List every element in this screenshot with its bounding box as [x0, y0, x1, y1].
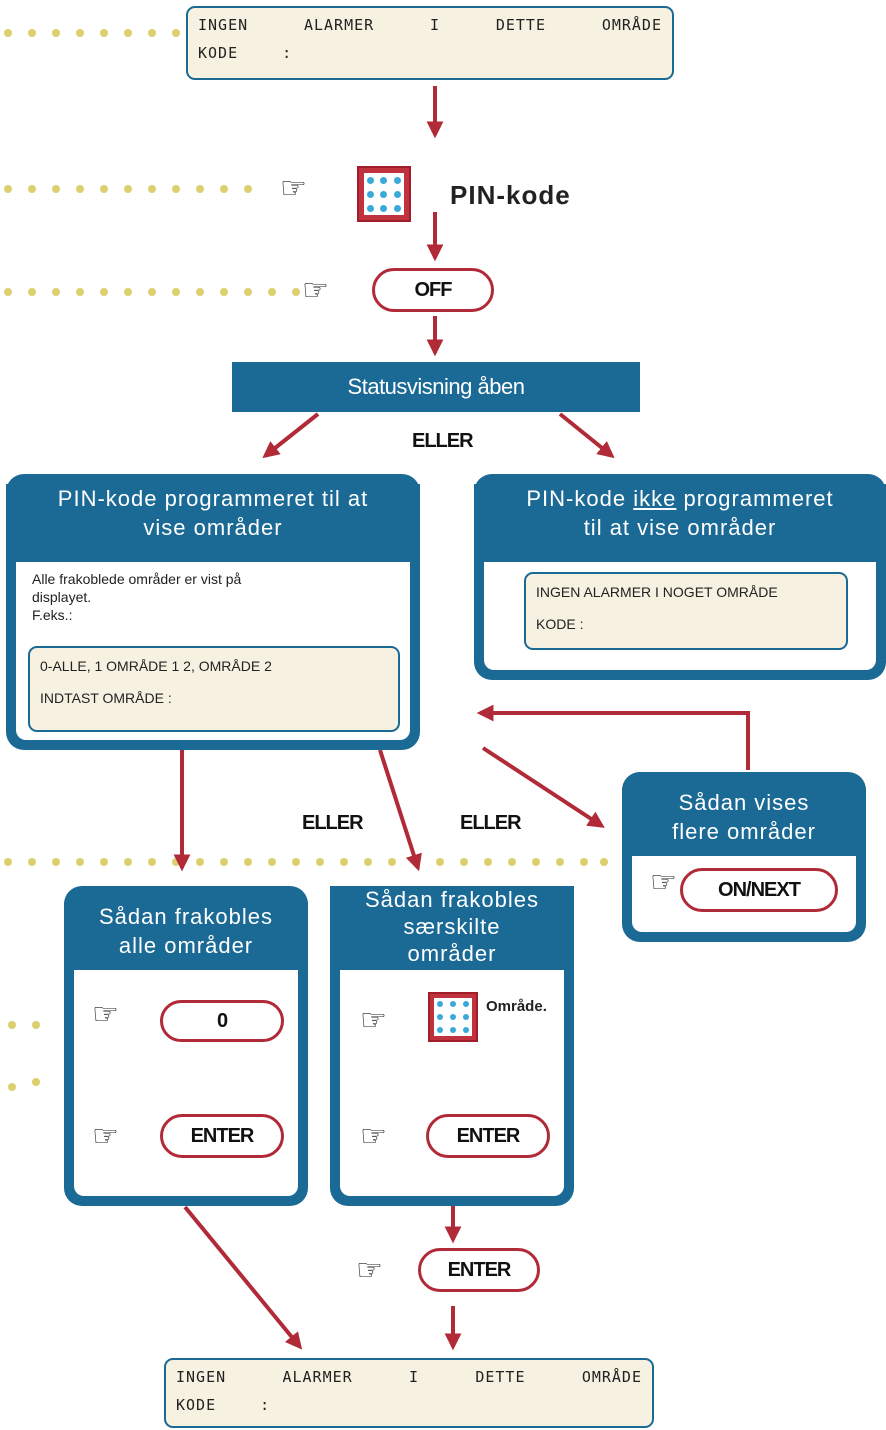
or-label: ELLER	[460, 812, 522, 834]
lcd-line: INDTAST OMRÅDE :	[40, 690, 172, 706]
lcd-word: OMRÅDE	[601, 16, 662, 34]
bottom-display: INGEN ALARMER I DETTE OMRÅDE KODE :	[164, 1358, 654, 1428]
all-areas-body: ☞ 0 ☞ ENTER	[74, 970, 298, 1196]
lcd-word: KODE	[198, 44, 239, 62]
title-line: områder	[407, 941, 497, 966]
pointing-hand-icon: ☞	[280, 171, 307, 206]
all-areas-title: Sådan frakobles alle områder	[64, 902, 308, 960]
or-label: ELLER	[302, 812, 364, 834]
area-keypad-label: Område.	[486, 998, 547, 1015]
lcd-word: DETTE	[475, 1368, 526, 1386]
status-header: Statusvisning åben	[232, 362, 640, 412]
title-underlined: ikke	[633, 486, 677, 511]
separate-areas-body: ☞ Område. ☞ ENTER	[340, 970, 564, 1196]
top-display: INGEN ALARMER I DETTE OMRÅDE KODE :	[186, 6, 674, 80]
lcd-word: INGEN	[198, 16, 249, 34]
lcd-line: KODE :	[536, 616, 584, 632]
right-panel-display: INGEN ALARMER I NOGET OMRÅDE KODE :	[524, 572, 848, 650]
more-areas-body: ☞ ON/NEXT	[632, 856, 856, 932]
lcd-word: I	[430, 16, 441, 34]
title-line: alle områder	[118, 933, 254, 958]
pointing-hand-icon: ☞	[92, 997, 119, 1032]
dotted-leaders	[4, 29, 608, 1091]
right-panel: PIN-kode ikke programmeret til at vise o…	[474, 474, 886, 680]
enter-button[interactable]: ENTER	[160, 1114, 284, 1158]
title-line: Sådan frakobles	[99, 904, 273, 929]
keypad-icon[interactable]	[357, 166, 411, 222]
lcd-word: :	[260, 1396, 271, 1414]
separate-areas-panel: Sådan frakobles særskilte områder ☞ Områ…	[330, 886, 574, 1206]
right-panel-body: INGEN ALARMER I NOGET OMRÅDE KODE :	[484, 562, 876, 670]
lcd-line: INGEN ALARMER I NOGET OMRÅDE	[536, 584, 778, 600]
all-areas-panel: Sådan frakobles alle områder ☞ 0 ☞ ENTER	[64, 886, 308, 1206]
title-text: programmeret	[683, 486, 834, 511]
lcd-word: DETTE	[495, 16, 546, 34]
keypad-icon[interactable]	[428, 992, 478, 1042]
enter-button[interactable]: ENTER	[426, 1114, 550, 1158]
or-label: ELLER	[412, 430, 474, 452]
pointing-hand-icon: ☞	[360, 1003, 387, 1038]
top-display-line2: KODE :	[188, 44, 672, 62]
pointing-hand-icon: ☞	[650, 865, 677, 900]
title-line: vise områder	[143, 515, 283, 540]
lcd-word: ALARMER	[303, 16, 375, 34]
on-next-button[interactable]: ON/NEXT	[680, 868, 838, 912]
left-panel-body: Alle frakoblede områder er vist på displ…	[16, 562, 410, 740]
zero-key[interactable]: 0	[160, 1000, 284, 1042]
pointing-hand-icon: ☞	[360, 1119, 387, 1154]
lcd-word: I	[409, 1368, 420, 1386]
separate-areas-title: Sådan frakobles særskilte områder	[330, 886, 574, 967]
bottom-display-line2: KODE :	[166, 1396, 652, 1414]
title-text: PIN-kode	[526, 486, 627, 511]
lcd-word: INGEN	[176, 1368, 227, 1386]
title-line: Sådan vises	[678, 790, 810, 815]
top-display-line1: INGEN ALARMER I DETTE OMRÅDE	[188, 16, 672, 34]
lcd-word: KODE	[176, 1396, 217, 1414]
left-panel-title: PIN-kode programmeret til at vise område…	[6, 484, 420, 542]
pointing-hand-icon: ☞	[302, 273, 329, 308]
body-text: displayet.	[32, 589, 92, 605]
left-panel: PIN-kode programmeret til at vise område…	[6, 474, 420, 750]
title-line: Sådan frakobles	[365, 887, 539, 912]
pointing-hand-icon: ☞	[356, 1253, 383, 1288]
pin-code-label: PIN-kode	[450, 180, 571, 210]
title-line: PIN-kode programmeret til at	[57, 486, 369, 511]
body-text: F.eks.:	[32, 607, 73, 623]
lcd-line: 0-ALLE, 1 OMRÅDE 1 2, OMRÅDE 2	[40, 658, 272, 674]
more-areas-panel: Sådan vises flere områder ☞ ON/NEXT	[622, 772, 866, 942]
off-button[interactable]: OFF	[372, 268, 494, 312]
title-line: særskilte	[403, 914, 501, 939]
title-line: til at vise områder	[583, 515, 777, 540]
more-areas-title: Sådan vises flere områder	[622, 788, 866, 846]
left-panel-display: 0-ALLE, 1 OMRÅDE 1 2, OMRÅDE 2 INDTAST O…	[28, 646, 400, 732]
enter-button-bottom[interactable]: ENTER	[418, 1248, 540, 1292]
bottom-display-line1: INGEN ALARMER I DETTE OMRÅDE	[166, 1368, 652, 1386]
body-text: Alle frakoblede områder er vist på	[32, 571, 242, 587]
lcd-word: OMRÅDE	[581, 1368, 642, 1386]
lcd-word: ALARMER	[282, 1368, 353, 1386]
right-panel-title: PIN-kode ikke programmeret til at vise o…	[474, 484, 886, 542]
pointing-hand-icon: ☞	[92, 1119, 119, 1154]
title-line: flere områder	[672, 819, 816, 844]
flow-arrows	[173, 86, 750, 1351]
lcd-word: :	[282, 44, 293, 62]
